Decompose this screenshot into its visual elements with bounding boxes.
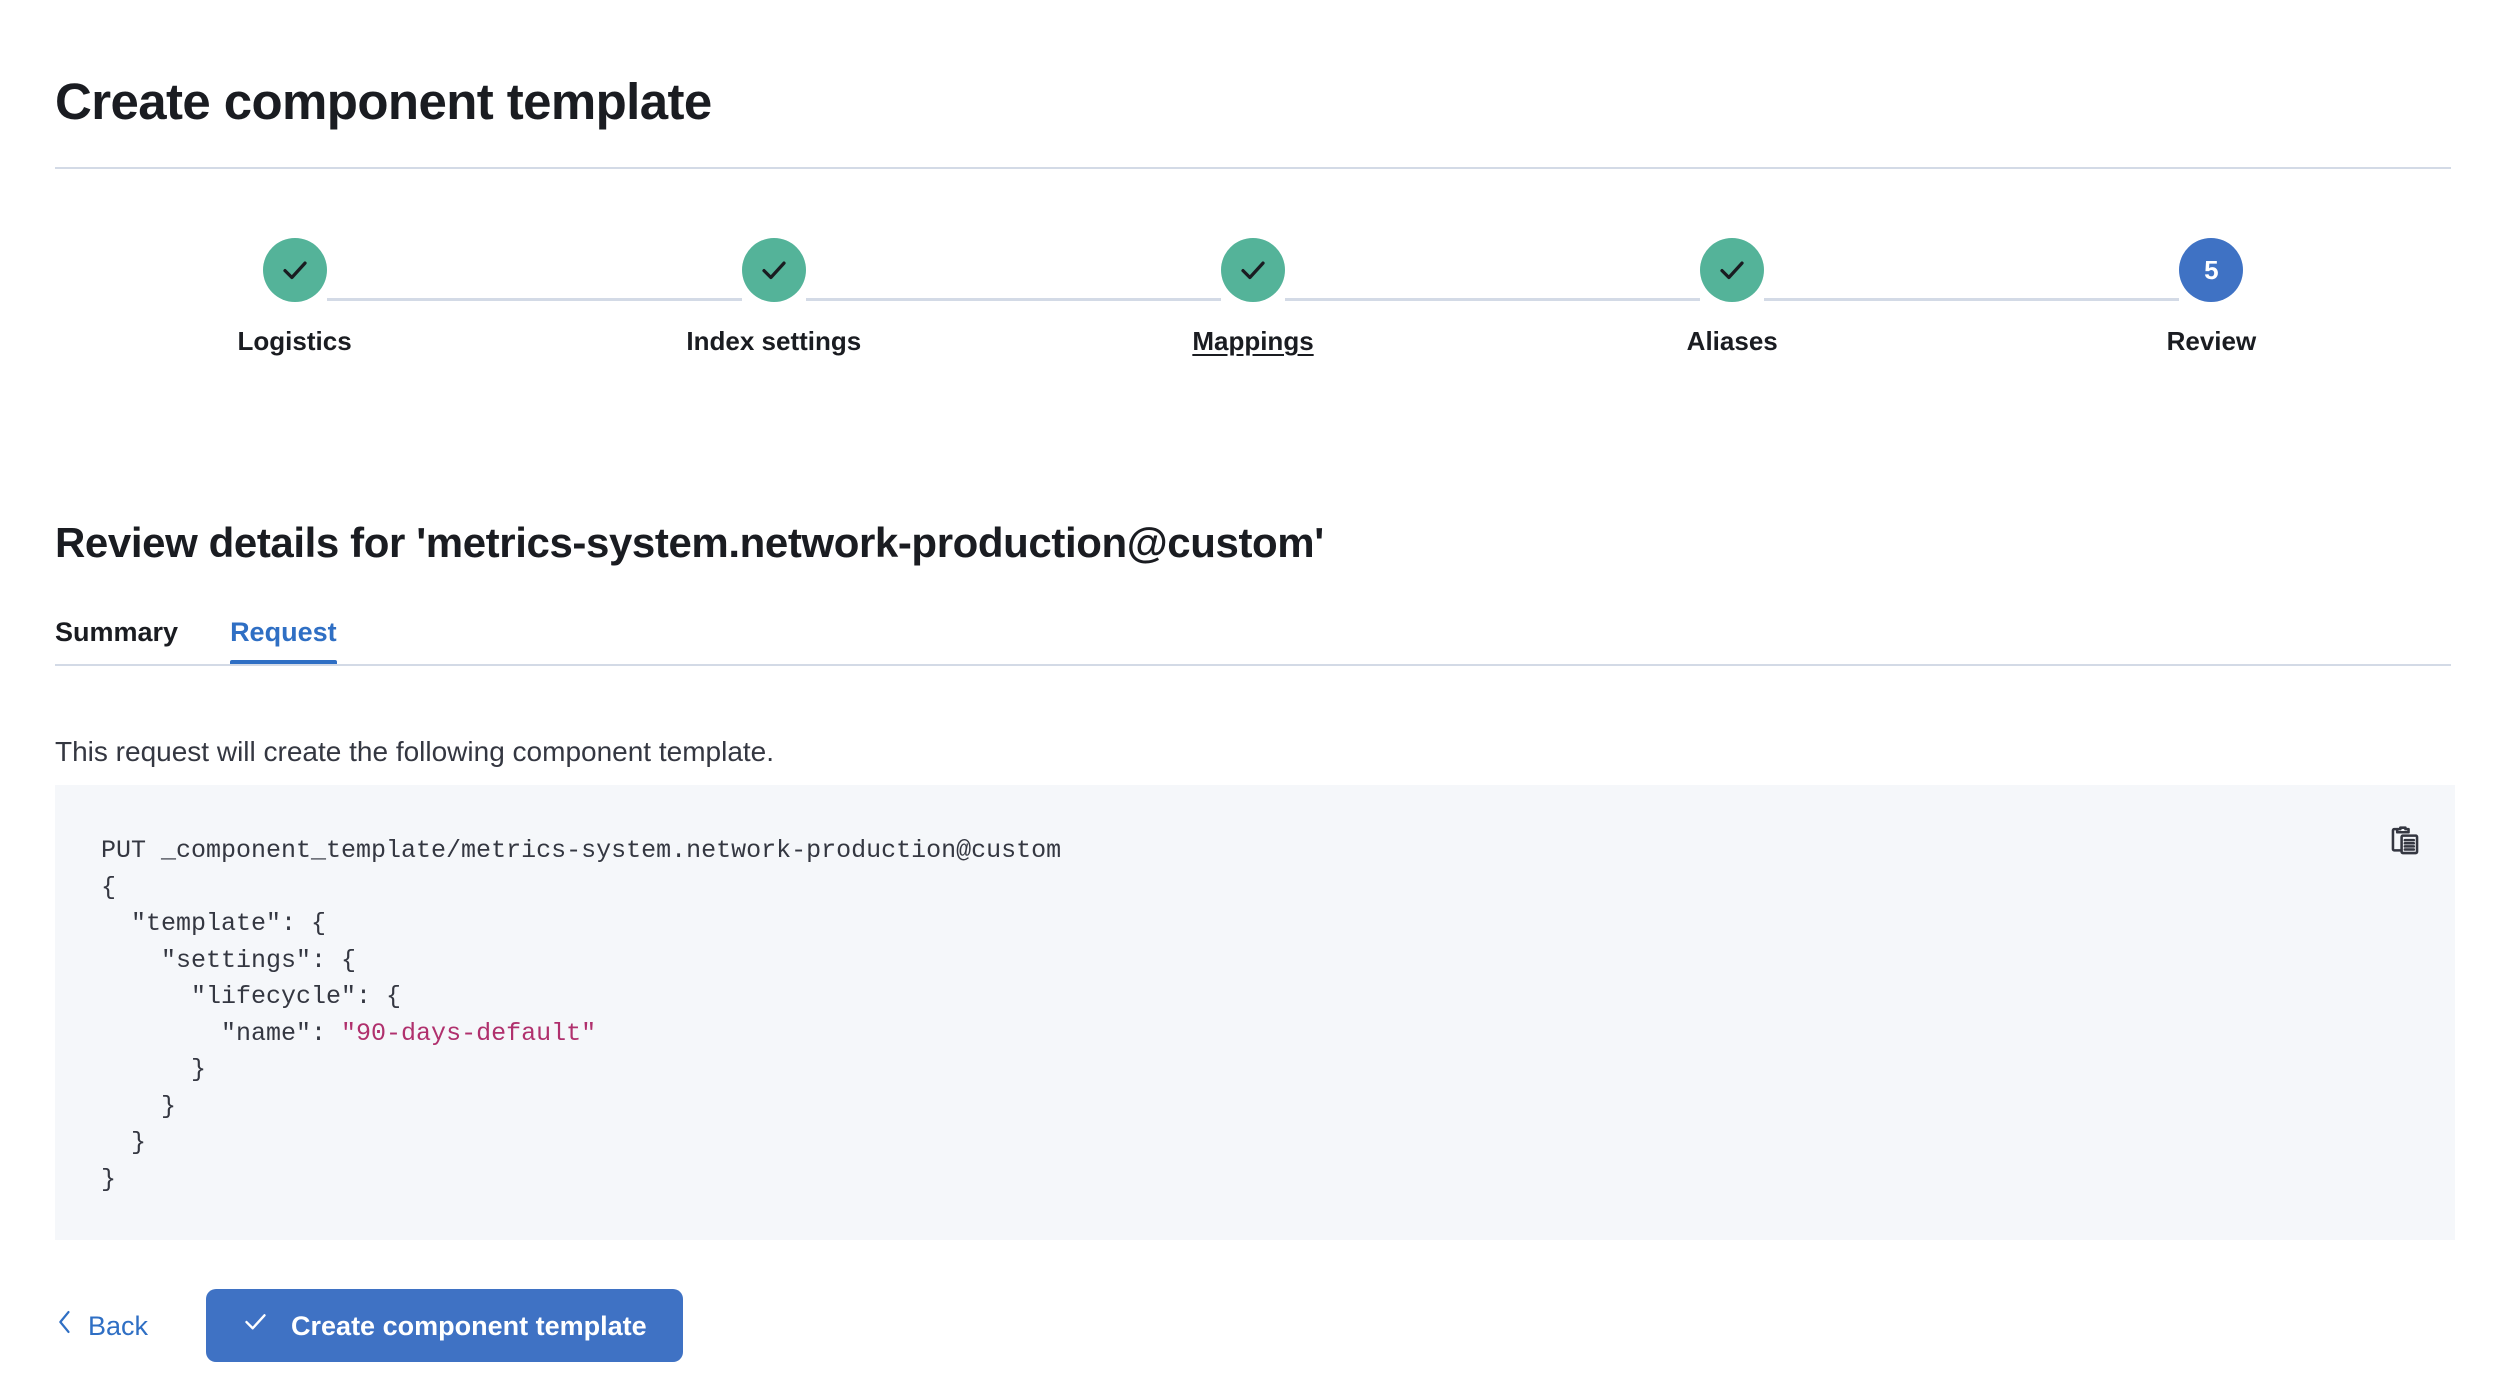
stepper-connector [1285, 298, 1525, 301]
tab-request[interactable]: Request [230, 598, 337, 666]
stepper-label-logistics[interactable]: Logistics [237, 326, 352, 356]
code-line: } [101, 1055, 207, 1084]
stepper-step-index-settings[interactable]: Index settings [502, 238, 1046, 357]
stepper-connector [1939, 298, 2180, 301]
code-line: } [101, 1164, 117, 1194]
code-key-name: "name": [101, 1018, 342, 1048]
stepper-connector [981, 298, 1222, 301]
step-status-check-icon [741, 238, 806, 302]
stepper-step-mappings[interactable]: Mappings [981, 238, 1525, 357]
code-line: "lifecycle": { [101, 982, 402, 1011]
stepper-label-index-settings[interactable]: Index settings [686, 326, 862, 356]
back-button[interactable]: Back [55, 1308, 148, 1344]
stepper-step-aliases[interactable]: Aliases [1460, 238, 2004, 357]
stepper-step-logistics[interactable]: Logistics [55, 238, 567, 357]
step-status-check-icon [1221, 238, 1285, 302]
code-line: PUT _component_template/metrics-system.n… [101, 836, 1062, 865]
stepper-step-review[interactable]: 5 Review [1939, 238, 2451, 357]
code-line: "settings": { [101, 945, 357, 975]
check-icon [242, 1308, 269, 1343]
page-title: Create component template [55, 73, 712, 131]
create-button-label: Create component template [291, 1310, 647, 1341]
step-status-check-icon [1700, 238, 1765, 302]
code-value-lifecycle-name: "90-days-default" [341, 1018, 597, 1048]
code-line: { [101, 872, 117, 902]
request-code-block: PUT _component_template/metrics-system.n… [101, 833, 1061, 1198]
step-number-badge: 5 [2179, 238, 2244, 302]
step-status-check-icon [262, 238, 327, 302]
create-component-template-button[interactable]: Create component template [206, 1289, 683, 1362]
code-line: } [101, 1091, 177, 1121]
request-description: This request will create the following c… [55, 736, 775, 767]
tabs-divider [55, 664, 2451, 666]
stepper-label-mappings[interactable]: Mappings [1192, 326, 1314, 356]
copy-icon[interactable] [2377, 813, 2433, 869]
stepper-connector [502, 298, 742, 301]
stepper-connector [1460, 298, 1701, 301]
review-details-heading: Review details for 'metrics-system.netwo… [55, 518, 1324, 566]
back-button-label: Back [88, 1310, 149, 1341]
stepper-connector [326, 298, 567, 301]
wizard-footer: Back Create component template [55, 1288, 683, 1363]
stepper-label-aliases[interactable]: Aliases [1686, 326, 1778, 356]
stepper-connector [805, 298, 1046, 301]
code-line: "template": { [101, 909, 327, 938]
header-divider [55, 167, 2451, 169]
stepper-label-review[interactable]: Review [2166, 326, 2257, 356]
chevron-left-icon [55, 1308, 75, 1344]
review-tabs: Summary Request [55, 598, 389, 668]
code-line-lifecycle-name: "name": "90-days-default" [101, 1016, 1061, 1053]
code-line: } [101, 1128, 147, 1157]
request-code-panel: PUT _component_template/metrics-system.n… [55, 785, 2455, 1240]
wizard-stepper: Logistics Index settings Mappings Alia [55, 238, 2451, 368]
stepper-connector [1764, 298, 2004, 301]
tab-summary[interactable]: Summary [55, 598, 178, 666]
